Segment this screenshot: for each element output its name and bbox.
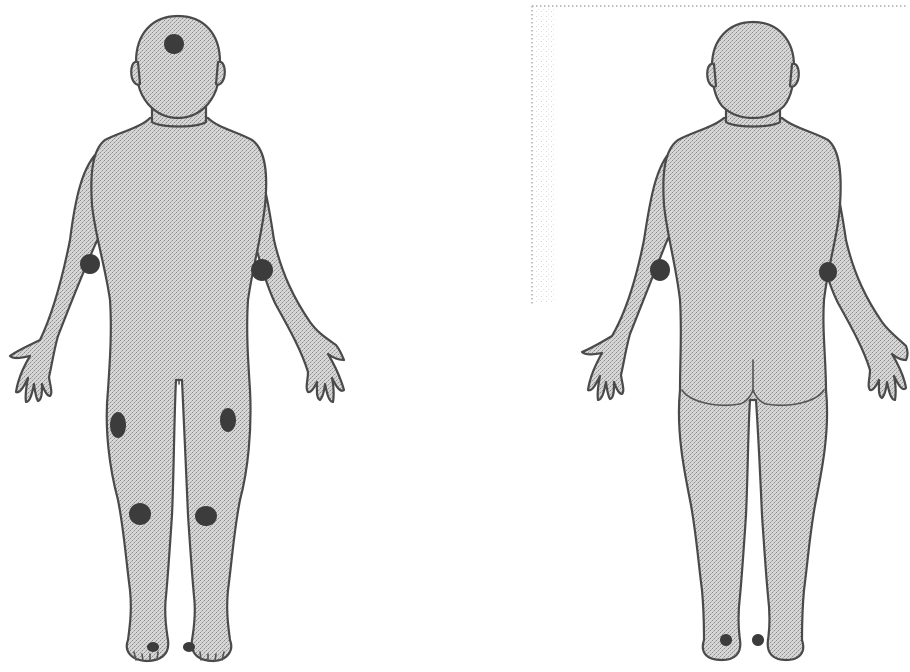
lesion-front-head-crown bbox=[164, 34, 184, 54]
lesion-back-left-heel bbox=[720, 634, 732, 646]
front-head bbox=[136, 16, 220, 118]
lesion-front-right-knee bbox=[129, 503, 151, 525]
back-ear-left bbox=[707, 64, 716, 87]
front-ear-left bbox=[216, 62, 225, 85]
lesion-front-right-upper-arm bbox=[80, 254, 100, 274]
lesion-front-right-foot bbox=[147, 642, 159, 652]
back-figure bbox=[582, 22, 908, 660]
lesion-back-right-upper-arm bbox=[819, 262, 837, 282]
back-head bbox=[712, 22, 794, 118]
lesion-front-left-knee bbox=[195, 506, 217, 526]
back-ear-right bbox=[790, 64, 799, 87]
lesion-front-left-thigh bbox=[220, 408, 236, 432]
front-torso-legs bbox=[91, 118, 266, 661]
back-torso-legs bbox=[663, 118, 840, 660]
lesion-back-right-heel bbox=[752, 634, 764, 646]
lesion-front-right-thigh bbox=[110, 412, 126, 438]
lesion-front-left-foot bbox=[183, 642, 195, 652]
lesion-back-left-upper-arm bbox=[650, 259, 670, 281]
front-figure bbox=[10, 16, 344, 661]
lesion-front-left-upper-arm bbox=[251, 259, 273, 281]
front-ear-right bbox=[131, 62, 140, 85]
